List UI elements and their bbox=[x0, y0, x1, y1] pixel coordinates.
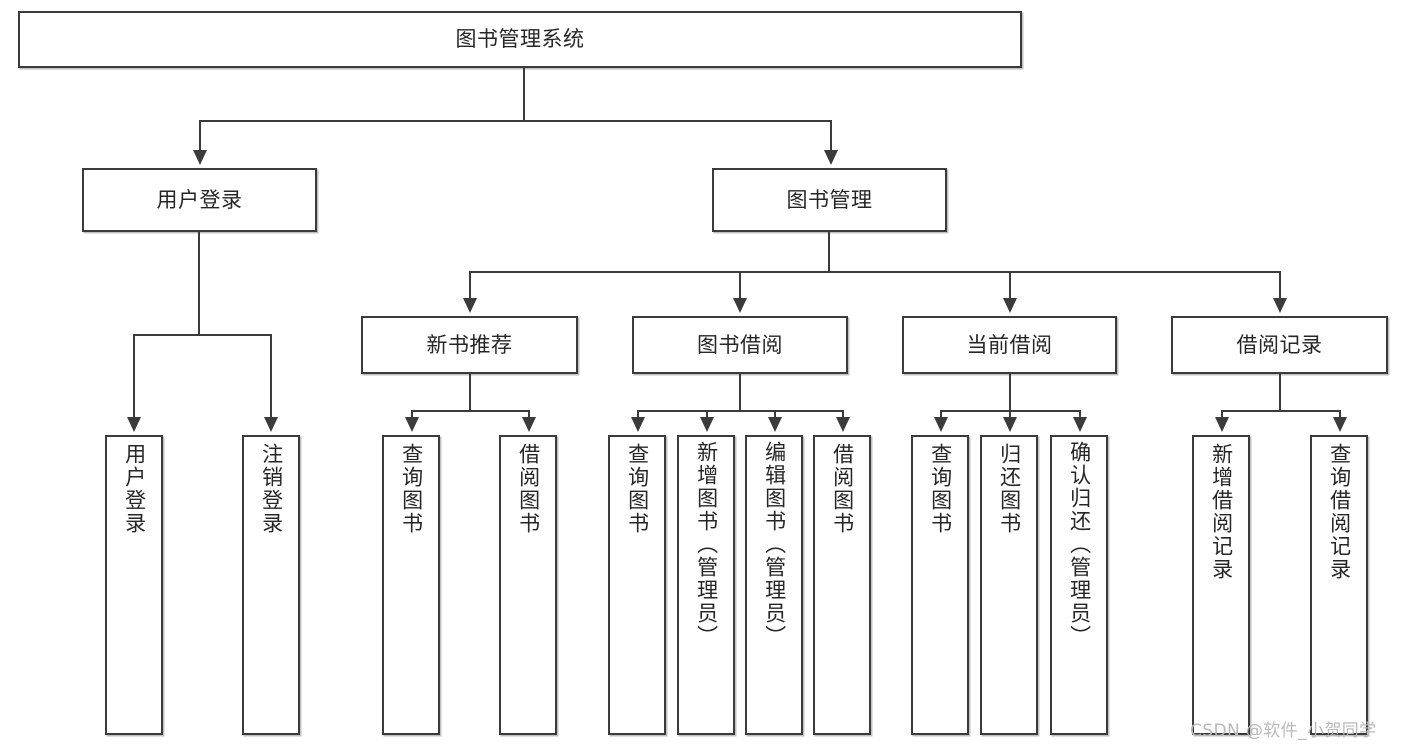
connector-user-login-stem bbox=[198, 232, 200, 335]
arrow-head-leaf-user-login bbox=[127, 417, 141, 432]
arrow-head-leaf-return-book bbox=[1003, 417, 1017, 432]
node-label: 图书管理 bbox=[786, 187, 873, 212]
connector-cb-branch-3 bbox=[1079, 410, 1081, 418]
arrow-head-leaf-query-book-1 bbox=[405, 417, 419, 432]
connector-to-book-borrow bbox=[739, 271, 741, 299]
node-book-borrow[interactable]: 图书借阅 bbox=[632, 316, 848, 374]
csdn-watermark: CSDN @软件_小贺同学 bbox=[1190, 721, 1377, 741]
connector-bb-branch-3 bbox=[774, 410, 776, 418]
arrow-head-current-borrow bbox=[1003, 298, 1017, 313]
arrow-head-leaf-add-record bbox=[1215, 417, 1229, 432]
arrow-head-borrow-record bbox=[1273, 298, 1287, 313]
connector-book-borrow-stem bbox=[739, 374, 741, 411]
connector-borrow-record-stem bbox=[1279, 374, 1281, 411]
node-label: 查询图书 bbox=[928, 443, 953, 535]
node-leaf-query-book-1[interactable]: 查询图书 bbox=[382, 435, 440, 735]
node-label: 查询借阅记录 bbox=[1327, 443, 1352, 581]
connector-new-book-recommend-stem bbox=[469, 374, 471, 411]
node-label: 用户登录 bbox=[122, 443, 147, 535]
arrow-head-leaf-logout-login bbox=[264, 417, 278, 432]
arrow-head-leaf-query-book-3 bbox=[934, 417, 948, 432]
connector-root-to-book-management bbox=[830, 120, 832, 152]
connector-to-current-borrow bbox=[1009, 271, 1011, 299]
connector-bb-branch-2 bbox=[706, 410, 708, 418]
node-new-book-recommend[interactable]: 新书推荐 bbox=[361, 316, 578, 374]
node-user-login[interactable]: 用户登录 bbox=[82, 168, 317, 232]
node-label: 查询图书 bbox=[625, 443, 650, 535]
node-root-book-management-system[interactable]: 图书管理系统 bbox=[18, 11, 1022, 68]
arrow-head-leaf-borrow-book-1 bbox=[522, 417, 536, 432]
node-label: 编辑图书（管理员） bbox=[762, 441, 787, 648]
connector-book-borrow-bar bbox=[637, 410, 842, 412]
node-label: 用户登录 bbox=[156, 187, 243, 212]
node-label: 图书管理系统 bbox=[455, 27, 585, 52]
node-label: 新增图书（管理员） bbox=[694, 441, 719, 648]
node-label: 新增借阅记录 bbox=[1209, 443, 1234, 581]
node-leaf-return-book[interactable]: 归还图书 bbox=[980, 435, 1038, 735]
node-label: 借阅记录 bbox=[1236, 332, 1323, 357]
arrow-head-to-user-login bbox=[193, 150, 207, 165]
node-label: 当前借阅 bbox=[966, 332, 1053, 357]
connector-br-branch-2 bbox=[1339, 410, 1341, 418]
connector-bb-branch-1 bbox=[637, 410, 639, 418]
node-borrow-record[interactable]: 借阅记录 bbox=[1171, 316, 1388, 374]
connector-root-stem bbox=[523, 68, 525, 121]
arrow-head-new-book-recommend bbox=[463, 298, 477, 313]
connector-root-bar bbox=[199, 120, 831, 122]
node-book-management[interactable]: 图书管理 bbox=[712, 168, 947, 232]
connector-nbr-branch-1 bbox=[411, 410, 413, 418]
connector-cb-branch-2 bbox=[1009, 410, 1011, 418]
node-label: 借阅图书 bbox=[516, 443, 541, 535]
node-label: 新书推荐 bbox=[426, 332, 513, 357]
connector-current-borrow-stem bbox=[1009, 374, 1011, 411]
node-leaf-edit-book[interactable]: 编辑图书（管理员） bbox=[745, 435, 803, 735]
node-leaf-borrow-book-1[interactable]: 借阅图书 bbox=[499, 435, 557, 735]
connector-bb-branch-4 bbox=[842, 410, 844, 418]
connector-borrow-record-bar bbox=[1221, 410, 1339, 412]
arrow-head-leaf-borrow-book-2 bbox=[836, 417, 850, 432]
node-label: 注销登录 bbox=[259, 443, 284, 535]
node-leaf-logout-login[interactable]: 注销登录 bbox=[242, 435, 300, 735]
connector-user-login-branch-2 bbox=[270, 334, 272, 418]
connector-new-book-recommend-bar bbox=[411, 410, 528, 412]
node-leaf-query-record[interactable]: 查询借阅记录 bbox=[1310, 435, 1368, 735]
node-label: 查询图书 bbox=[399, 443, 424, 535]
connector-to-new-book-recommend bbox=[469, 271, 471, 299]
node-label: 确认归还（管理员） bbox=[1067, 441, 1092, 648]
node-label: 借阅图书 bbox=[830, 443, 855, 535]
node-leaf-borrow-book-2[interactable]: 借阅图书 bbox=[813, 435, 871, 735]
node-label: 归还图书 bbox=[997, 443, 1022, 535]
arrow-head-leaf-query-book-2 bbox=[631, 417, 645, 432]
connector-root-to-user-login bbox=[199, 120, 201, 152]
node-current-borrow[interactable]: 当前借阅 bbox=[902, 316, 1117, 374]
connector-user-login-branch-1 bbox=[133, 334, 135, 418]
connector-book-management-bar bbox=[469, 271, 1280, 273]
connector-cb-branch-1 bbox=[940, 410, 942, 418]
connector-book-management-stem bbox=[828, 232, 830, 272]
connector-nbr-branch-2 bbox=[528, 410, 530, 418]
connector-br-branch-1 bbox=[1221, 410, 1223, 418]
arrow-head-leaf-add-book bbox=[700, 417, 714, 432]
arrow-head-leaf-edit-book bbox=[768, 417, 782, 432]
node-leaf-add-book[interactable]: 新增图书（管理员） bbox=[677, 435, 735, 735]
node-leaf-user-login[interactable]: 用户登录 bbox=[105, 435, 163, 735]
node-leaf-confirm-return[interactable]: 确认归还（管理员） bbox=[1050, 435, 1108, 735]
arrow-head-leaf-query-record bbox=[1333, 417, 1347, 432]
connector-to-borrow-record bbox=[1279, 271, 1281, 299]
connector-user-login-bar bbox=[133, 334, 270, 336]
arrow-head-to-book-management bbox=[824, 150, 838, 165]
node-label: 图书借阅 bbox=[697, 332, 783, 357]
node-leaf-add-record[interactable]: 新增借阅记录 bbox=[1192, 435, 1250, 735]
arrow-head-book-borrow bbox=[733, 298, 747, 313]
node-leaf-query-book-2[interactable]: 查询图书 bbox=[608, 435, 666, 735]
arrow-head-leaf-confirm-return bbox=[1073, 417, 1087, 432]
node-leaf-query-book-3[interactable]: 查询图书 bbox=[911, 435, 969, 735]
